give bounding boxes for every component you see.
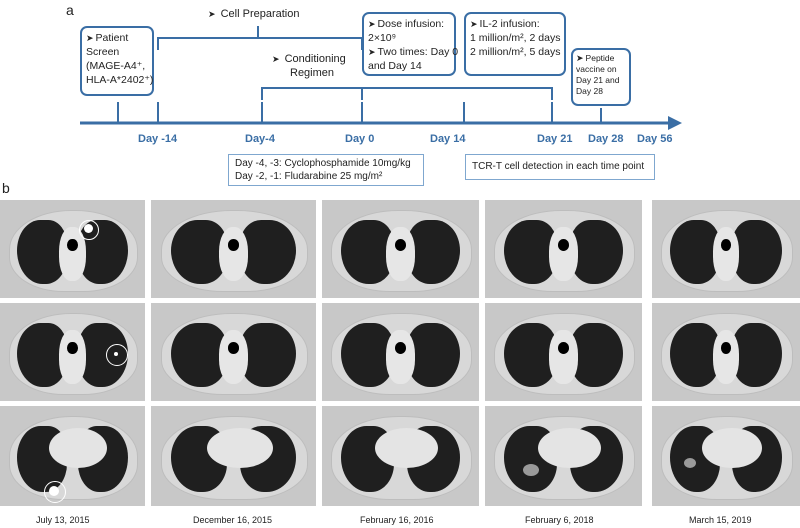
lesion	[84, 224, 93, 233]
cell-preparation-text: Cell Preparation	[220, 8, 300, 20]
day-label-m14: Day -14	[138, 133, 178, 145]
lesion	[49, 486, 59, 496]
patient-screen-line-1: Patient	[95, 32, 129, 44]
opacity	[684, 458, 696, 468]
lesion	[114, 352, 118, 356]
ct-image	[485, 303, 642, 401]
patient-screen-line-4: HLA-A*2402⁺)	[86, 74, 154, 86]
peptide-line-1: Peptide	[585, 53, 615, 63]
il2-infusion-box: ➤IL-2 infusion: 1 million/m², 2 days 2 m…	[464, 12, 566, 76]
cell-preparation-label: ➤ Cell Preparation	[208, 8, 299, 20]
dose-line-3: Two times: Day 0	[377, 46, 459, 58]
date-label-4: February 6, 2018	[525, 515, 594, 525]
conditioning-note-line-1: Day -4, -3: Cyclophosphamide 10mg/kg	[235, 158, 411, 169]
il2-line-2: 1 million/m², 2 days	[470, 32, 561, 44]
patient-screen-line-3: (MAGE-A4⁺,	[86, 60, 146, 72]
lesion-circle-marker	[79, 220, 99, 240]
patient-screen-line-2: Screen	[86, 46, 120, 58]
ct-image	[0, 303, 145, 401]
treatment-bracket	[361, 87, 553, 100]
day-label-0: Day 0	[345, 133, 375, 145]
bullet-arrow-icon: ➤	[368, 47, 376, 57]
conditioning-label: ➤ Conditioning Regimen	[272, 52, 346, 80]
day-label-14: Day 14	[430, 133, 466, 145]
il2-line-1: IL-2 infusion:	[479, 18, 540, 30]
conditioning-text-1: Conditioning	[284, 53, 346, 65]
bullet-arrow-icon: ➤	[208, 9, 216, 19]
ct-image	[0, 200, 145, 298]
date-label-3: February 16, 2016	[360, 515, 434, 525]
timeline-arrowhead	[668, 116, 682, 130]
bullet-arrow-icon: ➤	[272, 54, 280, 64]
ct-image	[485, 406, 642, 506]
ct-image	[0, 406, 145, 506]
day-label-28: Day 28	[588, 133, 624, 145]
bullet-arrow-icon: ➤	[368, 19, 376, 29]
conditioning-note: Day -4, -3: Cyclophosphamide 10mg/kg Day…	[228, 154, 424, 186]
ct-image	[652, 406, 800, 506]
patient-screen-box: ➤Patient Screen (MAGE-A4⁺, HLA-A*2402⁺)	[80, 26, 154, 96]
ct-image	[652, 303, 800, 401]
ct-image	[322, 303, 479, 401]
panel-a-label: a	[66, 2, 74, 18]
dose-line-2: 2×10⁹	[368, 32, 397, 44]
peptide-line-2: vaccine on	[576, 64, 617, 74]
lesion-circle-marker	[44, 481, 66, 503]
bullet-arrow-icon: ➤	[470, 19, 478, 29]
il2-line-3: 2 million/m², 5 days	[470, 46, 561, 58]
conditioning-text-2: Regimen	[290, 67, 335, 79]
dose-infusion-box: ➤Dose infusion: 2×10⁹ ➤Two times: Day 0 …	[362, 12, 459, 76]
ct-image	[151, 303, 316, 401]
bullet-arrow-icon: ➤	[576, 53, 584, 63]
date-label-2: December 16, 2015	[193, 515, 273, 525]
day-label-21: Day 21	[537, 133, 573, 145]
ct-image	[322, 406, 479, 506]
peptide-line-4: Day 28	[576, 86, 603, 96]
cell-preparation-bracket	[157, 37, 363, 50]
panel-b-label: b	[2, 180, 10, 196]
day-label-m4: Day-4	[245, 133, 275, 145]
peptide-vaccine-box: ➤Peptide vaccine on Day 21 and Day 28	[571, 48, 631, 106]
conditioning-bracket	[261, 87, 363, 100]
bullet-arrow-icon: ➤	[86, 33, 94, 43]
conditioning-note-line-2: Day -2, -1: Fludarabine 25 mg/m²	[235, 171, 383, 182]
ct-image	[485, 200, 642, 298]
peptide-line-3: Day 21 and	[576, 75, 620, 85]
lesion-circle-marker	[106, 344, 128, 366]
ct-image	[151, 200, 316, 298]
ct-image	[151, 406, 316, 506]
dose-line-1: Dose infusion:	[377, 18, 445, 30]
date-label-5: March 15, 2019	[689, 515, 752, 525]
tcr-note: TCR-T cell detection in each time point	[465, 154, 655, 180]
date-label-1: July 13, 2015	[36, 515, 90, 525]
ct-image	[322, 200, 479, 298]
opacity	[523, 464, 539, 476]
dose-line-4: and Day 14	[368, 60, 422, 72]
day-label-56: Day 56	[637, 133, 673, 145]
tcr-note-text: TCR-T cell detection in each time point	[472, 161, 645, 172]
ct-image	[652, 200, 800, 298]
